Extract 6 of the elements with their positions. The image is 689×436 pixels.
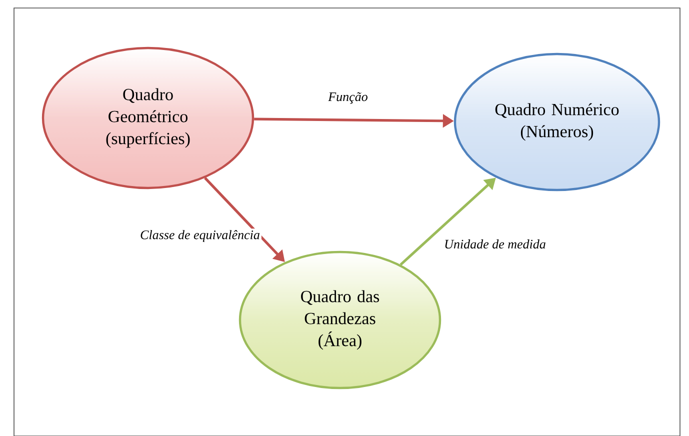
edge-label: Classe de equivalência (138, 228, 262, 244)
edge-label: Unidade de medida (442, 238, 548, 250)
ellipse-node: Quadro Numérico (Números) (454, 52, 660, 192)
ellipse-node: Quadro das Grandezas (Área) (238, 250, 442, 390)
edge-label: Função (326, 90, 370, 106)
ellipse-node: Quadro Geométrico (superfícies) (42, 46, 254, 190)
